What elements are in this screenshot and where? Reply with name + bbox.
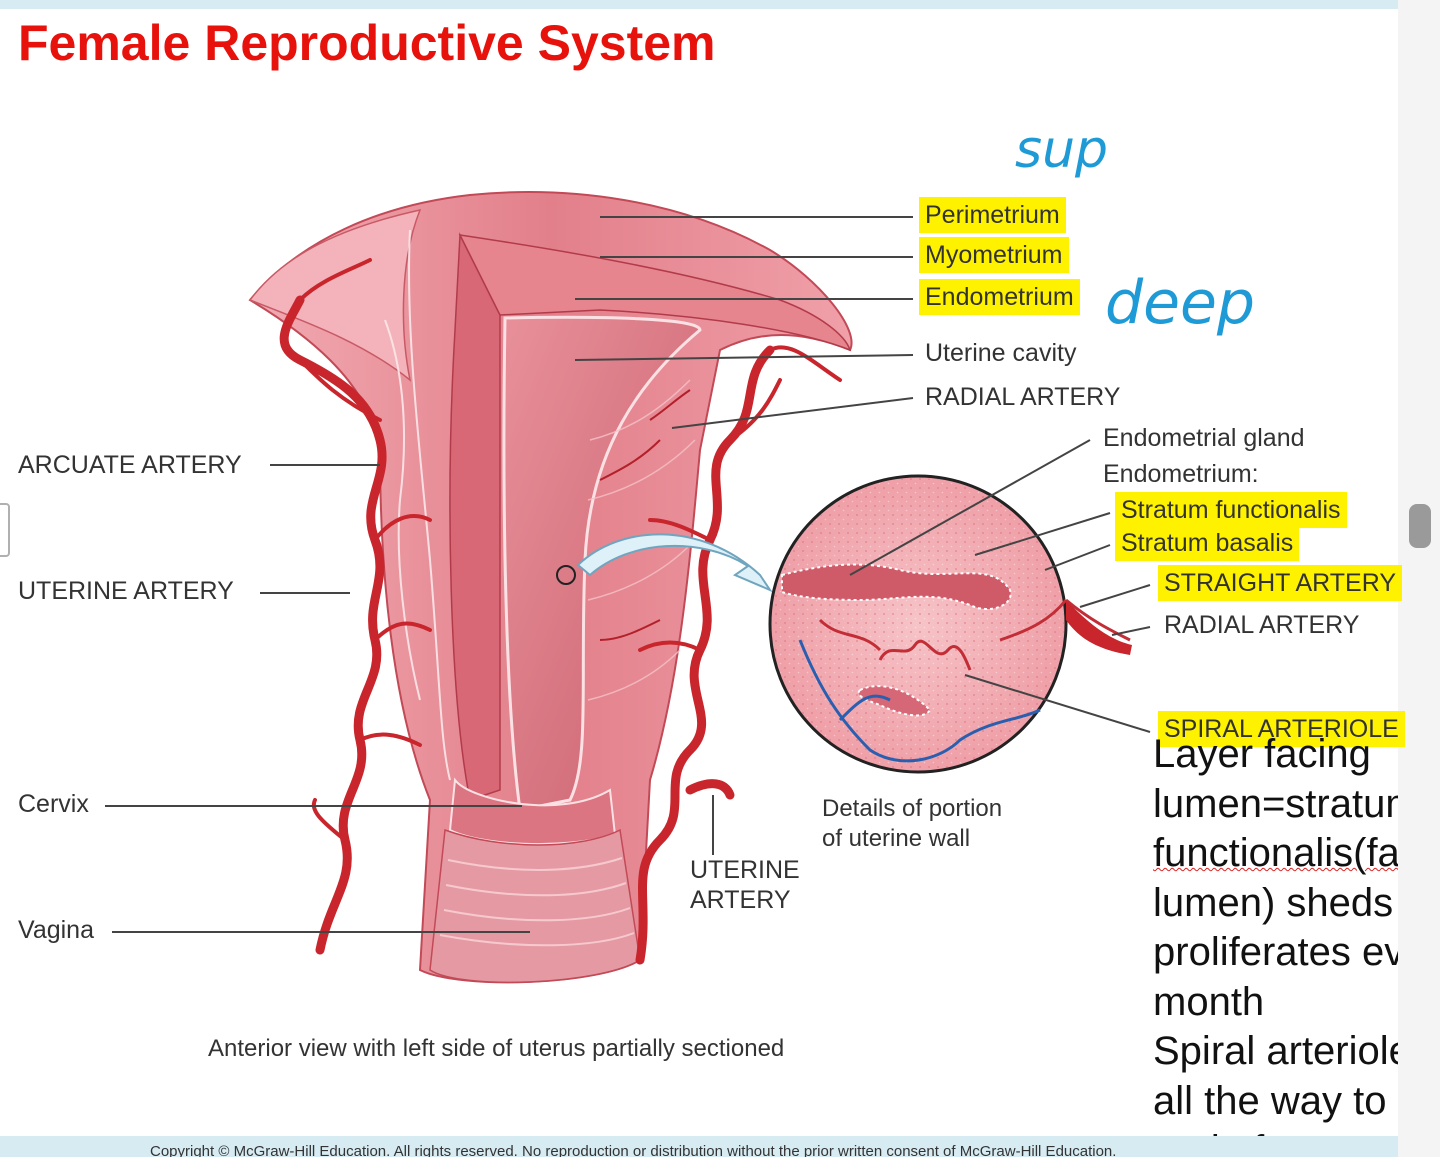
notes-text-box[interactable]: Layer facing lumen=stratum functionalis(… xyxy=(1153,730,1398,1157)
scrollbar-thumb[interactable] xyxy=(1409,504,1431,548)
detail-caption-line2: of uterine wall xyxy=(822,825,971,852)
note-line: lumen=stratum xyxy=(1153,781,1398,826)
page-title: Female Reproductive System xyxy=(18,15,716,71)
label-uterine-artery-lower-line1: UTERINE xyxy=(690,856,800,884)
label-uterine-artery-lower-line2: ARTERY xyxy=(690,886,791,914)
edge-handle[interactable] xyxy=(0,503,10,557)
label-stratum-functionalis: Stratum functionalis xyxy=(1115,492,1347,528)
copyright-text: Copyright © McGraw-Hill Education. All r… xyxy=(150,1143,1117,1157)
vagina xyxy=(429,828,641,984)
handwriting-sup: sup xyxy=(1015,120,1109,180)
note-line: lumen) sheds and xyxy=(1153,880,1398,925)
leader-lines xyxy=(105,216,1151,933)
uterine-tube-left xyxy=(248,208,422,382)
label-uterine-cavity: Uterine cavity xyxy=(925,339,1077,367)
note-line: all the way to xyxy=(1153,1078,1387,1123)
detail-caption-line1: Details of portion xyxy=(822,795,1003,822)
note-line: proliferates every xyxy=(1153,930,1398,974)
label-stratum-basalis: Stratum basalis xyxy=(1115,525,1300,561)
label-myometrium: Myometrium xyxy=(919,237,1069,273)
note-line: Layer facing xyxy=(1153,732,1371,776)
detail-marker xyxy=(556,565,576,585)
handwriting-deep: deep xyxy=(1105,268,1255,338)
detail-arrow xyxy=(576,533,773,593)
label-cervix: Cervix xyxy=(18,790,89,818)
bottom-bar xyxy=(0,1136,1398,1157)
label-radial-artery: RADIAL ARTERY xyxy=(925,383,1121,411)
uterine-cavity xyxy=(502,315,702,812)
note-line: functionalis(facing xyxy=(1153,831,1398,875)
label-straight-artery: STRAIGHT ARTERY xyxy=(1158,565,1403,601)
label-vagina: Vagina xyxy=(18,916,94,944)
label-perimetrium: Perimetrium xyxy=(919,197,1066,233)
label-spiral-arteriole: SPIRAL ARTERIOLE xyxy=(1158,711,1405,747)
label-radial-artery-detail: RADIAL ARTERY xyxy=(1164,611,1360,639)
top-bar xyxy=(0,0,1398,9)
scrollbar-track[interactable] xyxy=(1398,0,1440,1157)
label-uterine-artery: UTERINE ARTERY xyxy=(18,577,234,605)
label-endometrium: Endometrium xyxy=(919,279,1080,315)
radial-artery-stub xyxy=(1066,600,1132,655)
view-caption: Anterior view with left side of uterus p… xyxy=(208,1035,785,1062)
note-line: Spiral arterioles xyxy=(1153,1029,1398,1073)
note-line: month xyxy=(1153,979,1265,1024)
label-arcuate-artery: ARCUATE ARTERY xyxy=(18,451,242,479)
label-endometrial-gland: Endometrial gland xyxy=(1103,424,1305,452)
uterus-illustration xyxy=(105,191,1151,984)
uterine-artery-left xyxy=(279,295,387,955)
section-top-face xyxy=(458,234,852,352)
label-endometrium-detail: Endometrium: xyxy=(1103,460,1259,488)
